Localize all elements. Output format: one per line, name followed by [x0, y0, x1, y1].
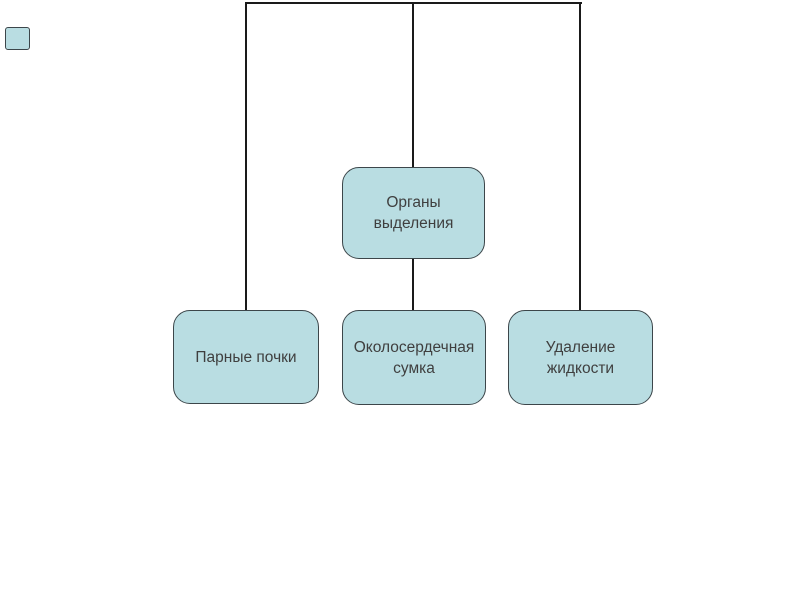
corner-accent-square	[5, 27, 30, 50]
diagram-node-organs-of-excretion: Органы выделения	[342, 167, 485, 259]
connector-right-vertical	[579, 2, 581, 311]
node-label-pericardial-sac: Околосердечная сумка	[353, 338, 475, 377]
connector-left-vertical	[245, 2, 247, 311]
diagram-node-fluid-removal: Удаление жидкости	[508, 310, 653, 405]
node-label-paired-kidneys: Парные почки	[195, 348, 297, 366]
connector-middle-vertical-bottom	[412, 258, 414, 311]
node-label-fluid-removal: Удаление жидкости	[545, 338, 616, 377]
connector-middle-vertical-top	[412, 2, 414, 169]
diagram-node-paired-kidneys: Парные почки	[173, 310, 319, 404]
diagram-node-pericardial-sac: Околосердечная сумка	[342, 310, 486, 405]
node-label-organs-of-excretion: Органы выделения	[373, 194, 454, 232]
